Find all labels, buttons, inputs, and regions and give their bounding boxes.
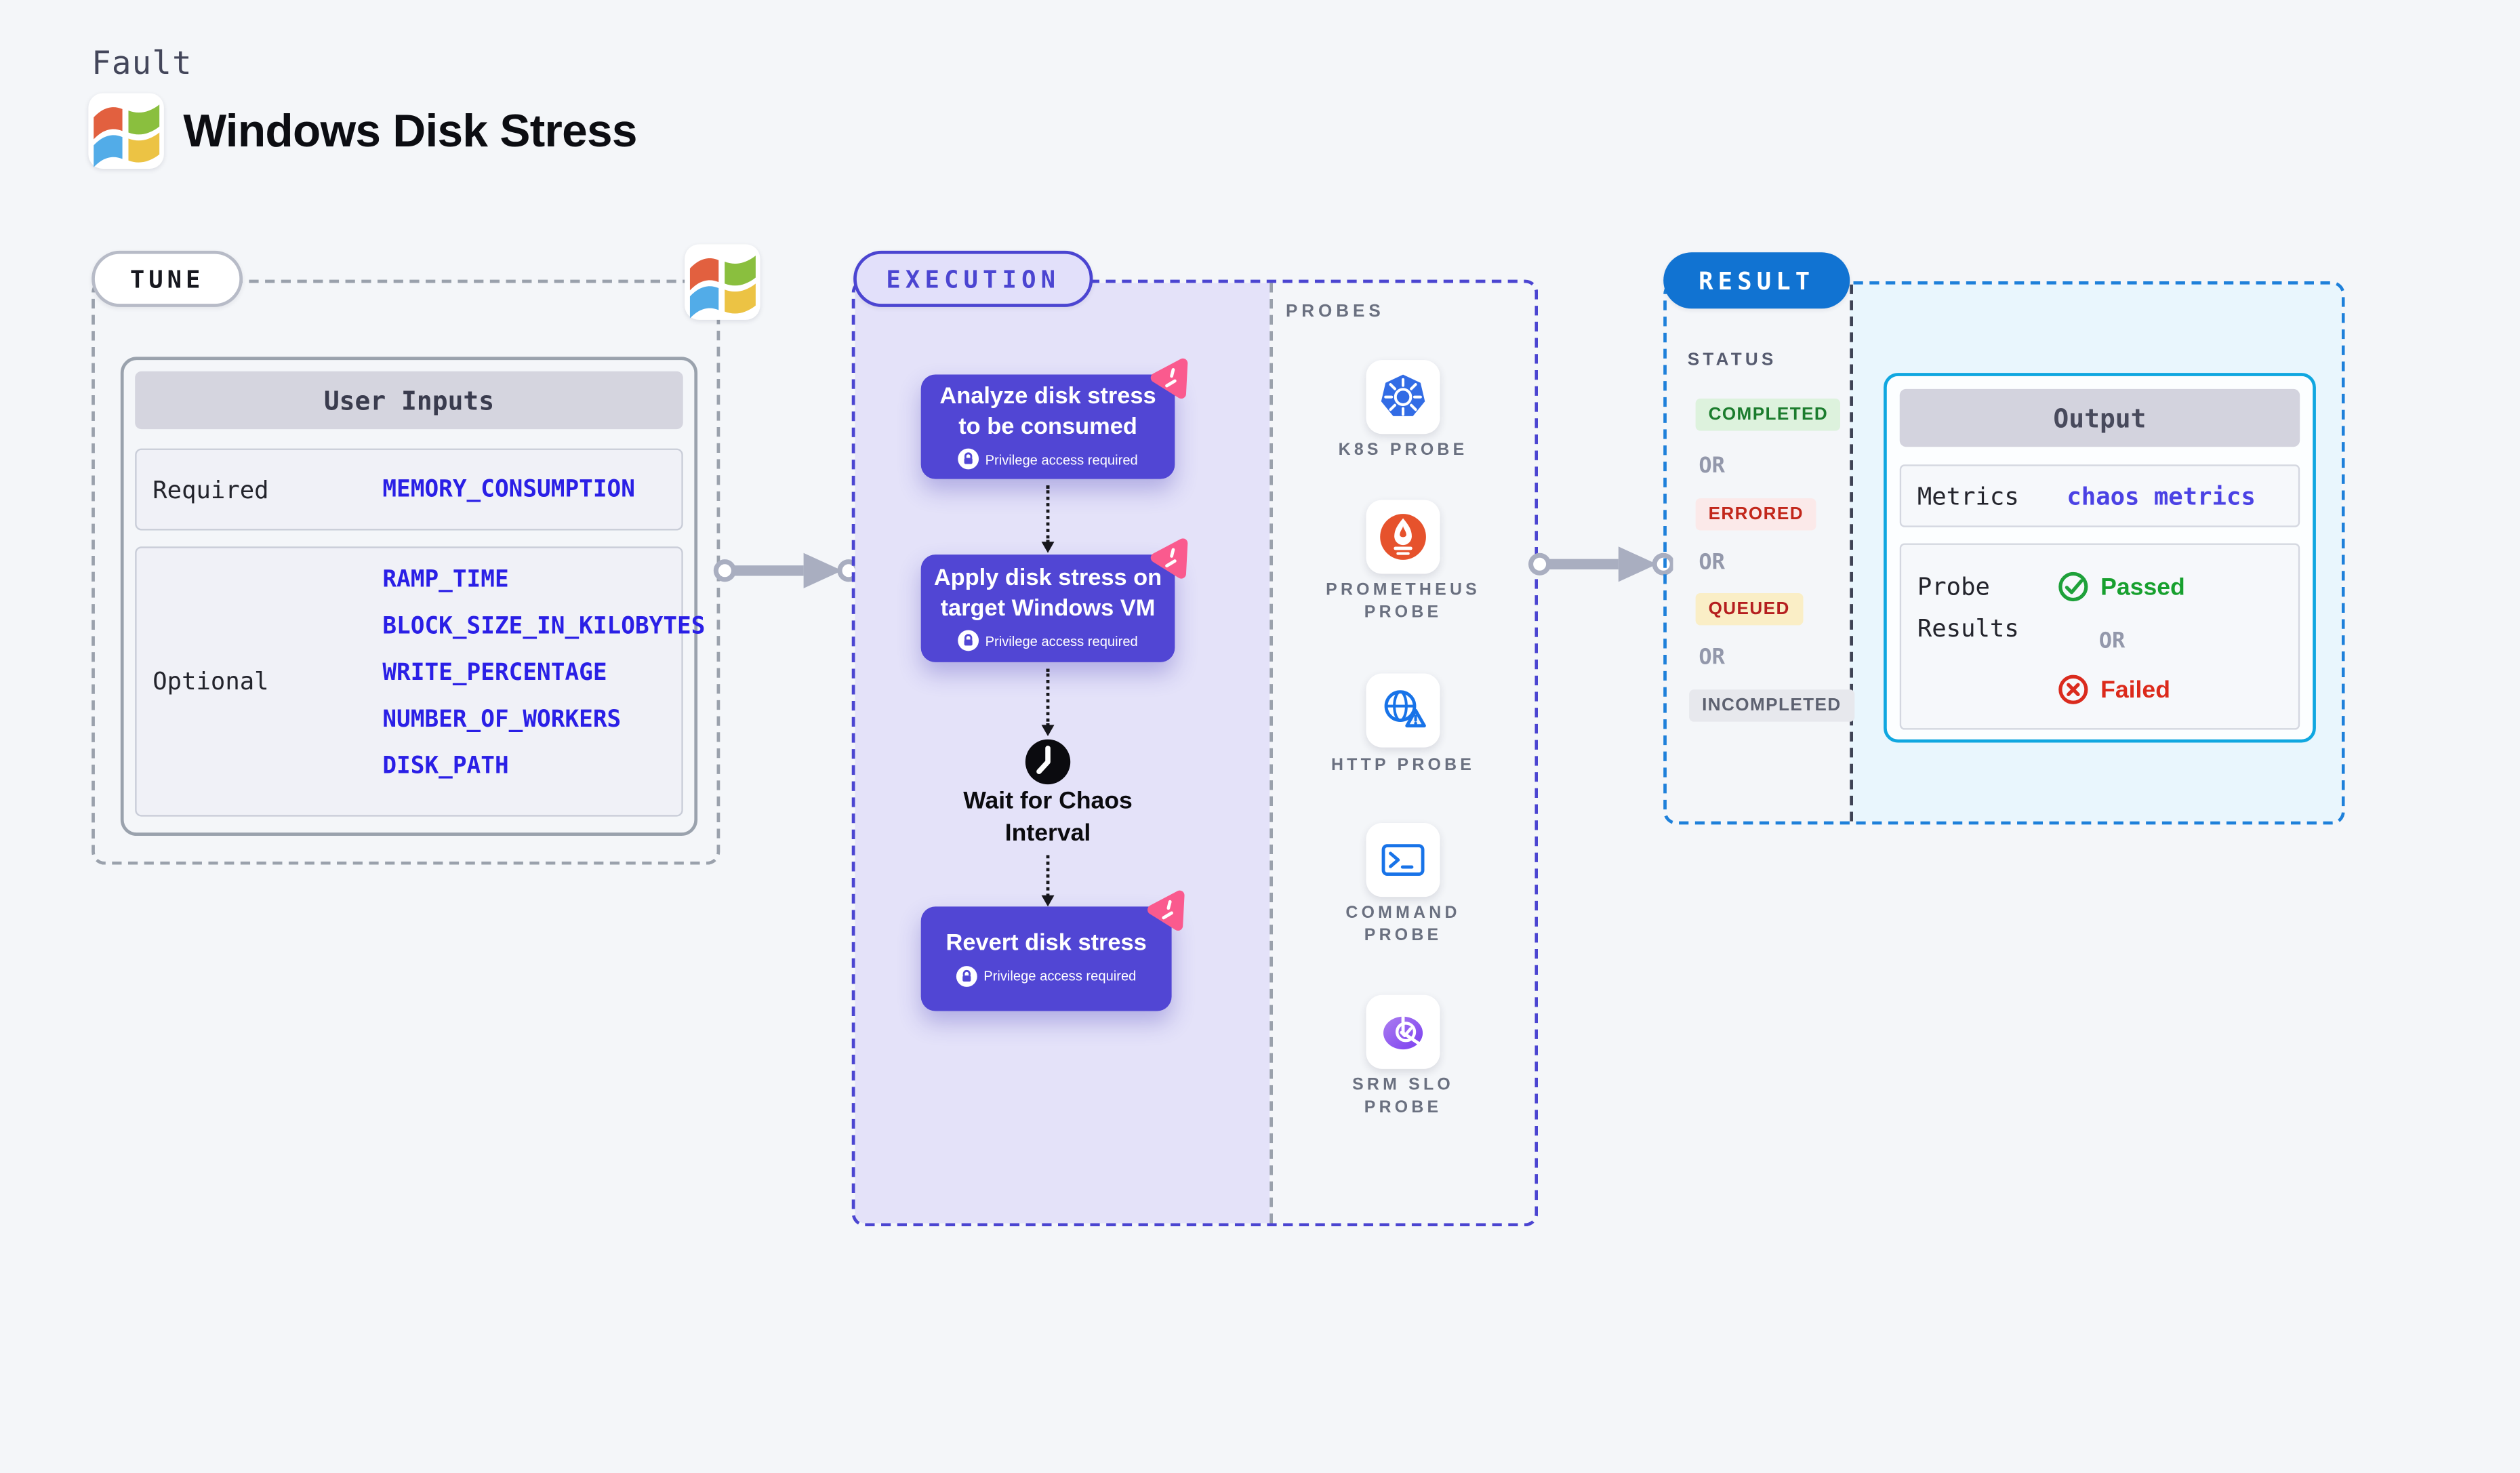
privilege-badge-label: Privilege access required bbox=[985, 632, 1138, 649]
probe-results-label: Probe Results bbox=[1917, 572, 2019, 644]
step-title-line2: to be consumed bbox=[958, 414, 1137, 441]
probes-header: PROBES bbox=[1285, 302, 1385, 322]
optional-params-list: RAMP_TIME BLOCK_SIZE_IN_KILOBYTES WRITE_… bbox=[382, 567, 705, 780]
flow-connector-arrow bbox=[1041, 855, 1055, 907]
param-memory-consumption: MEMORY_CONSUMPTION bbox=[382, 477, 635, 502]
wait-for-chaos-label: Wait for Chaos Interval bbox=[963, 787, 1133, 847]
execution-section-pill: EXECUTION bbox=[853, 250, 1093, 307]
prometheus-icon bbox=[1380, 514, 1426, 560]
probe-result-failed: Failed bbox=[2057, 674, 2170, 706]
param-number-of-workers: NUMBER_OF_WORKERS bbox=[382, 707, 622, 733]
status-badge-queued: QUEUED bbox=[1695, 592, 1803, 626]
probe-label-srm-slo: SRM SLO PROBE bbox=[1352, 1075, 1455, 1118]
http-globe-icon bbox=[1384, 690, 1426, 728]
probe-label-prometheus: PROMETHEUS PROBE bbox=[1326, 580, 1480, 623]
lock-icon bbox=[956, 965, 977, 987]
status-badge-completed: COMPLETED bbox=[1695, 399, 1842, 431]
status-badge-errored: ERRORED bbox=[1695, 498, 1816, 531]
result-section-pill: RESULT bbox=[1663, 252, 1850, 309]
optional-inputs-row: Optional RAMP_TIME BLOCK_SIZE_IN_KILOBYT… bbox=[135, 546, 705, 817]
chaos-experiment-icon bbox=[1147, 890, 1185, 931]
probe-results-row: Probe Results Passed OR Failed bbox=[1899, 543, 2300, 730]
privilege-badge: Privilege access required bbox=[958, 630, 1138, 652]
step-title: Revert disk stress bbox=[946, 931, 1147, 957]
lock-icon bbox=[958, 630, 979, 652]
probe-label-http: HTTP PROBE bbox=[1330, 755, 1476, 775]
step-title: Analyze disk stress bbox=[939, 383, 1156, 409]
user-inputs-header: User Inputs bbox=[135, 371, 683, 430]
optional-label: Optional bbox=[153, 667, 269, 696]
clock-icon bbox=[1025, 739, 1071, 785]
output-card: Output Metrics chaos metrics Probe Resul… bbox=[1884, 373, 2316, 743]
probe-card-k8s bbox=[1366, 360, 1440, 435]
probe-card-http bbox=[1366, 673, 1440, 748]
probe-card-command bbox=[1366, 823, 1440, 897]
chaos-metrics-link[interactable]: chaos metrics bbox=[2067, 481, 2256, 510]
privilege-badge: Privilege access required bbox=[958, 449, 1138, 470]
param-disk-path: DISK_PATH bbox=[382, 754, 509, 780]
param-write-percentage: WRITE_PERCENTAGE bbox=[382, 660, 607, 687]
step-title-line2: target Windows VM bbox=[940, 596, 1156, 622]
metrics-label: Metrics bbox=[1917, 481, 2019, 510]
page-title: Windows Disk Stress bbox=[183, 106, 637, 158]
tune-section-pill: TUNE bbox=[92, 250, 243, 307]
windows-flag-icon bbox=[689, 256, 756, 319]
check-circle-icon bbox=[2058, 571, 2088, 602]
probe-label-k8s: K8S PROBE bbox=[1338, 440, 1468, 460]
status-header: STATUS bbox=[1687, 350, 1777, 370]
chaos-experiment-icon bbox=[1150, 358, 1188, 399]
probe-card-prometheus bbox=[1366, 500, 1440, 574]
probe-result-passed: Passed bbox=[2057, 571, 2185, 603]
x-circle-icon bbox=[2058, 674, 2088, 704]
step-title: Apply disk stress on bbox=[933, 565, 1162, 591]
windows-logo-small bbox=[685, 244, 760, 320]
output-header: Output bbox=[1899, 388, 2300, 447]
slo-donut-icon bbox=[1383, 1014, 1423, 1050]
privilege-badge-label: Privilege access required bbox=[983, 967, 1137, 984]
or-separator: OR bbox=[2098, 628, 2126, 655]
privilege-badge: Privilege access required bbox=[956, 965, 1137, 987]
flow-connector-arrow bbox=[1041, 668, 1055, 737]
kubernetes-icon bbox=[1381, 374, 1425, 416]
param-block-size: BLOCK_SIZE_IN_KILOBYTES bbox=[382, 613, 706, 640]
execution-probes-divider bbox=[1269, 283, 1273, 1224]
required-inputs-row: Required MEMORY_CONSUMPTION bbox=[135, 448, 683, 531]
arrow-tune-to-execution bbox=[713, 552, 859, 588]
step-analyze-disk-stress: Analyze disk stress to be consumed Privi… bbox=[920, 358, 1188, 479]
status-badge-incompleted: INCOMPLETED bbox=[1689, 689, 1854, 722]
arrow-execution-to-result bbox=[1528, 546, 1673, 582]
fault-eyebrow-label: Fault bbox=[92, 43, 192, 82]
privilege-badge-label: Privilege access required bbox=[985, 451, 1138, 468]
result-divider bbox=[1850, 284, 1853, 822]
step-apply-disk-stress: Apply disk stress on target Windows VM P… bbox=[920, 538, 1188, 662]
or-separator: OR bbox=[1699, 549, 1725, 576]
terminal-icon bbox=[1381, 844, 1425, 876]
probe-card-srm-slo bbox=[1366, 994, 1440, 1069]
windows-logo bbox=[88, 93, 164, 169]
param-ramp-time: RAMP_TIME bbox=[382, 567, 509, 593]
lock-icon bbox=[958, 449, 979, 470]
chaos-experiment-icon bbox=[1150, 538, 1188, 579]
windows-flag-icon bbox=[94, 104, 160, 167]
probe-label-command: COMMAND PROBE bbox=[1345, 903, 1461, 946]
metrics-row: Metrics chaos metrics bbox=[1899, 464, 2300, 527]
or-separator: OR bbox=[1699, 644, 1725, 670]
flow-connector-arrow bbox=[1041, 485, 1055, 553]
or-separator: OR bbox=[1699, 453, 1725, 479]
required-label: Required bbox=[153, 475, 269, 504]
step-revert-disk-stress: Revert disk stress Privilege access requ… bbox=[920, 890, 1185, 1011]
